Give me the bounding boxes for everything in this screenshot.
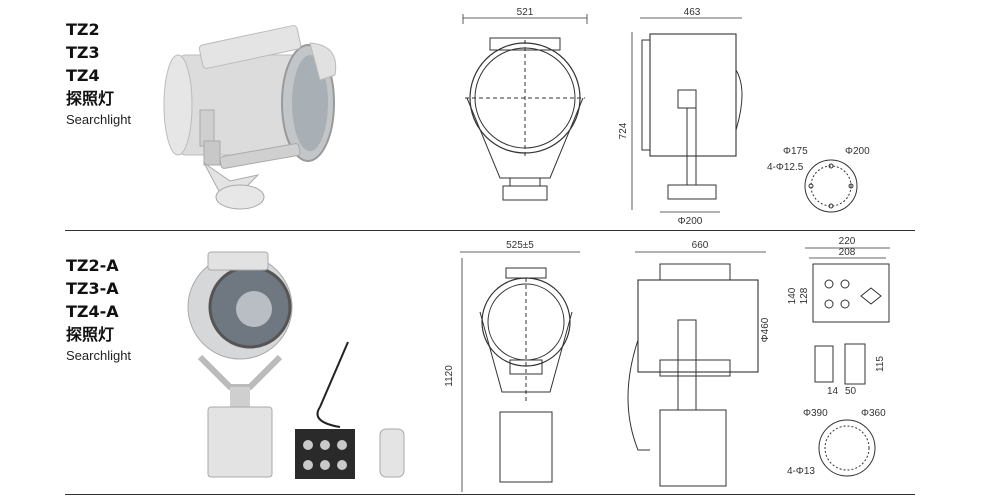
front-view-drawing-tz-a: 525±5 1120 bbox=[444, 240, 580, 492]
product-section-tz: TZ2 TZ3 TZ4 探照灯 Searchlight 521 bbox=[0, 0, 982, 230]
dim-outer-390: Φ390 bbox=[803, 408, 828, 419]
model-tz4: TZ4 bbox=[66, 66, 100, 85]
dim-width-525: 525±5 bbox=[506, 240, 534, 251]
dim-box-208: 208 bbox=[839, 247, 856, 258]
dim-holes-12-5: 4-Φ12.5 bbox=[767, 162, 804, 173]
base-flange-drawing-tz: Φ175 Φ200 4-Φ12.5 bbox=[767, 146, 870, 213]
dim-drum-460: Φ460 bbox=[760, 317, 771, 342]
product-section-tz-a: TZ2-A TZ3-A TZ4-A 探照灯 Searchlight 525±5 … bbox=[0, 232, 982, 494]
searchlight-photo bbox=[163, 25, 337, 210]
front-view-drawing-tz: 521 bbox=[462, 7, 588, 201]
dim-depth-463: 463 bbox=[684, 7, 701, 18]
searchlight-photo-remote bbox=[187, 251, 405, 479]
base-flange-drawing-tz-a: Φ390 Φ360 4-Φ13 bbox=[787, 408, 886, 477]
side-view-drawing-tz-a: 660 Φ460 bbox=[627, 240, 771, 487]
dim-pcd-360: Φ360 bbox=[861, 408, 886, 419]
section-divider bbox=[65, 230, 915, 231]
dim-box-128: 128 bbox=[799, 287, 810, 304]
dim-height-1120: 1120 bbox=[444, 365, 455, 387]
dim-base-200: Φ200 bbox=[678, 216, 703, 227]
model-tz2-a: TZ2-A bbox=[66, 256, 119, 275]
product-name-en: Searchlight bbox=[66, 348, 132, 363]
dim-height-724: 724 bbox=[618, 122, 629, 139]
model-tz4-a: TZ4-A bbox=[66, 302, 119, 321]
control-panel-photo bbox=[295, 429, 355, 479]
model-label-group: TZ2-A TZ3-A TZ4-A 探照灯 Searchlight bbox=[66, 254, 131, 363]
remote-control-photo bbox=[379, 428, 405, 478]
product-name-en: Searchlight bbox=[66, 112, 132, 127]
dim-box-220: 220 bbox=[839, 236, 856, 247]
section-divider bbox=[65, 494, 915, 495]
side-view-drawing-tz: 463 724 Φ200 bbox=[618, 7, 743, 227]
dim-remote-50: 50 bbox=[845, 386, 857, 397]
model-tz2: TZ2 bbox=[66, 20, 100, 39]
product-name-cn: 探照灯 bbox=[66, 89, 115, 108]
model-tz3: TZ3 bbox=[66, 43, 100, 62]
dim-remote-115: 115 bbox=[875, 356, 886, 372]
product-name-cn: 探照灯 bbox=[66, 325, 115, 344]
control-box-drawing: 220 208 140 128 14 50 115 bbox=[787, 236, 890, 397]
dim-remote-14: 14 bbox=[827, 386, 839, 397]
model-tz3-a: TZ3-A bbox=[66, 279, 119, 298]
dim-holes-13: 4-Φ13 bbox=[787, 466, 815, 477]
dim-depth-660: 660 bbox=[692, 240, 709, 251]
dim-outer-200: Φ200 bbox=[845, 146, 870, 157]
model-label-group: TZ2 TZ3 TZ4 探照灯 Searchlight bbox=[66, 18, 131, 127]
dim-width-521: 521 bbox=[517, 7, 534, 18]
dim-pcd-175: Φ175 bbox=[783, 146, 808, 157]
dim-box-140: 140 bbox=[787, 287, 798, 304]
